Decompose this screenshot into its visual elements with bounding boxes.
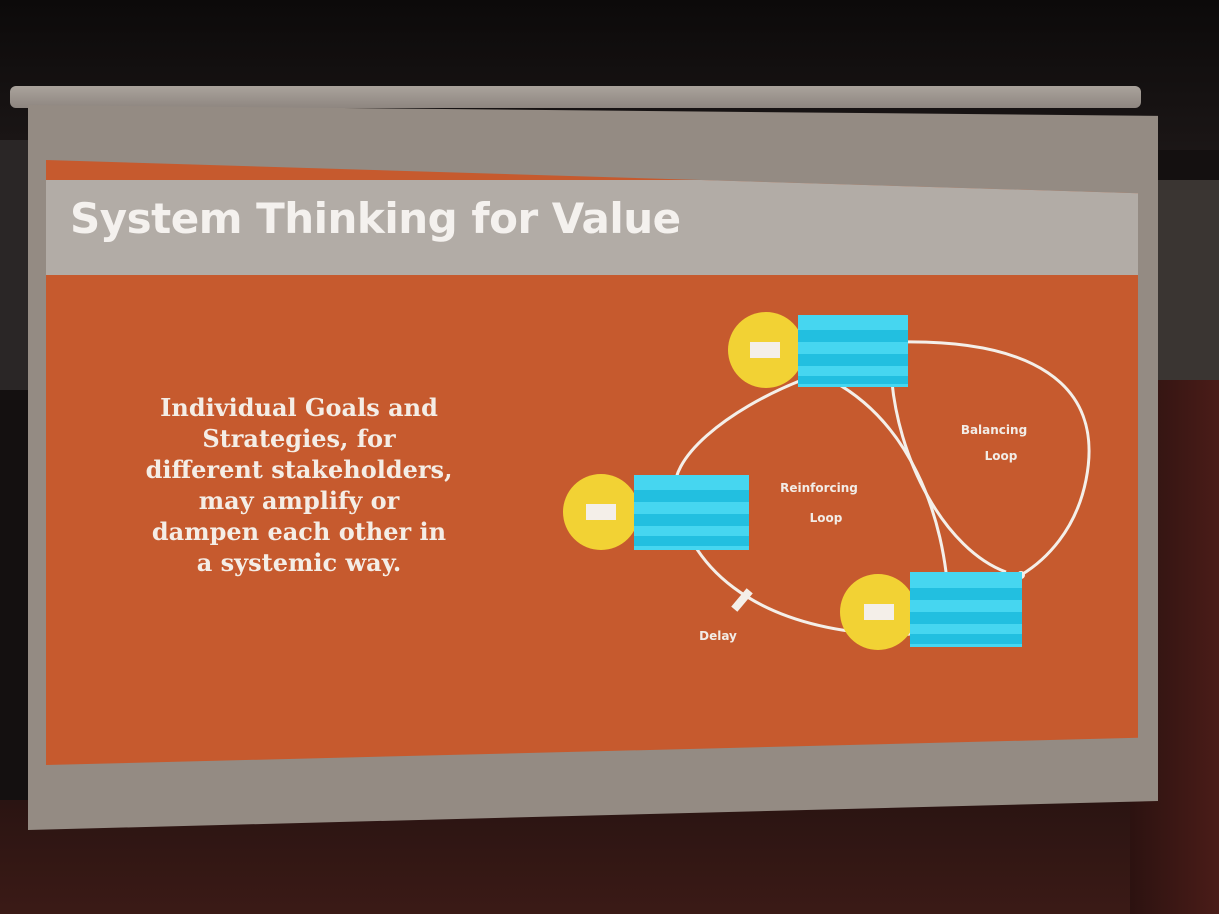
stakeholder-node-top bbox=[728, 312, 908, 388]
slide-title: System Thinking for Value bbox=[70, 194, 681, 243]
node-badge bbox=[586, 504, 616, 520]
slide-body-text: Individual Goals and Strategies, for dif… bbox=[84, 392, 514, 578]
balancing-loop-return bbox=[889, 369, 1007, 574]
delay-label: Delay bbox=[699, 629, 737, 643]
body-line: a systemic way. bbox=[196, 548, 402, 577]
delay-marker bbox=[731, 588, 753, 612]
stakeholder-node-left bbox=[563, 474, 749, 550]
balancing-loop-label-2: Loop bbox=[985, 449, 1018, 463]
causal-loop-diagram: Reinforcing Loop Balancing Loop Delay bbox=[563, 312, 1091, 650]
balancing-loop-label: Balancing bbox=[961, 423, 1027, 437]
node-badge bbox=[864, 604, 894, 620]
body-line: Individual Goals and bbox=[160, 393, 438, 422]
body-line: may amplify or bbox=[198, 486, 400, 515]
balancing-loop-arc bbox=[900, 340, 1091, 577]
stakeholder-node-bottom bbox=[840, 572, 1022, 650]
body-line: dampen each other in bbox=[151, 517, 447, 546]
slide-title-bar bbox=[46, 180, 1138, 275]
body-line: Strategies, for bbox=[202, 424, 396, 453]
reinforcing-loop-label: Reinforcing bbox=[780, 481, 858, 495]
projector-screen-casing bbox=[10, 86, 1141, 108]
reinforcing-loop-label-2: Loop bbox=[810, 511, 843, 525]
body-line: different stakeholders, bbox=[145, 455, 453, 484]
node-badge bbox=[750, 342, 780, 358]
presentation-slide: System Thinking for Value Individual Goa… bbox=[46, 160, 1138, 765]
node-block bbox=[798, 315, 908, 387]
